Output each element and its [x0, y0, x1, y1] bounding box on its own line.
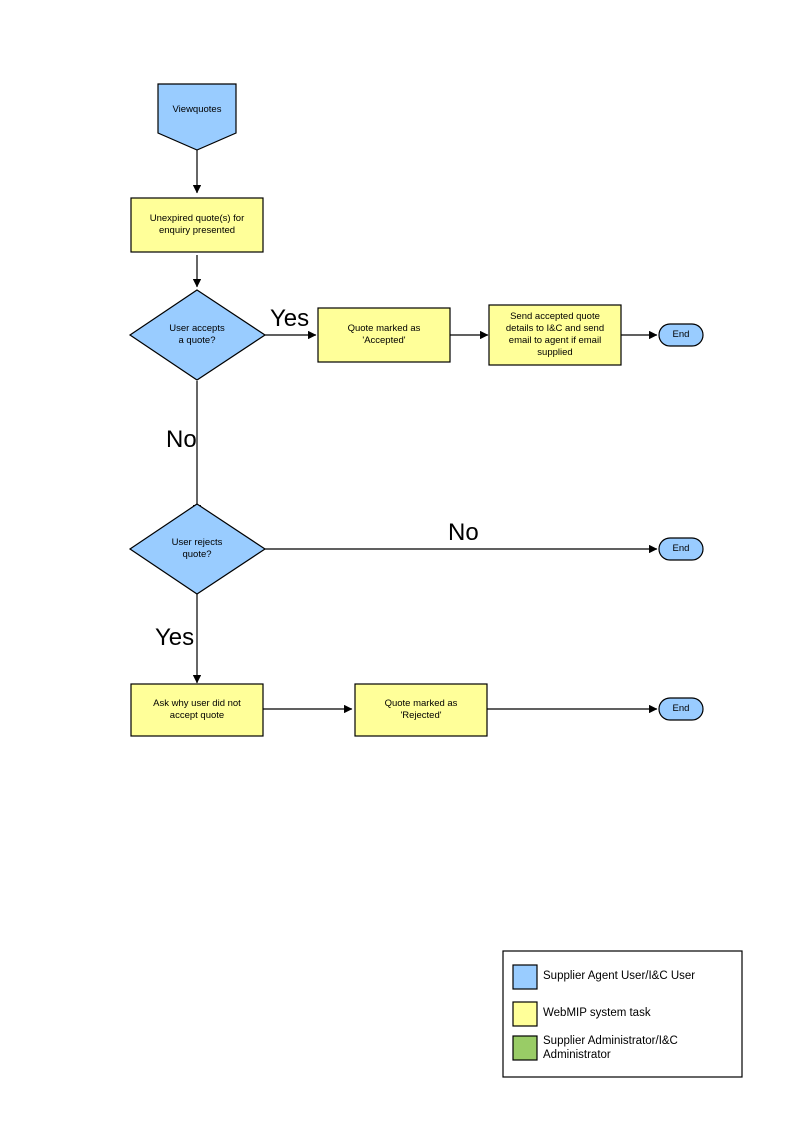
- connector-group: [192, 148, 658, 714]
- legend-label-supplier-administrator: Supplier Administrator/I&C Administrator: [543, 1035, 678, 1061]
- legend-label-supplier-agent: Supplier Agent User/I&C User: [543, 970, 696, 982]
- legend-swatch-supplier-administrator: [512, 1035, 538, 1061]
- node-send-accepted-details[interactable]: [488, 304, 622, 366]
- node-decision-user-accepts[interactable]: [128, 289, 267, 381]
- node-end-2[interactable]: [658, 537, 704, 561]
- edge-label-yes-accepts: Yes: [270, 305, 310, 332]
- node-end-3[interactable]: [658, 697, 704, 721]
- legend-box: [502, 950, 743, 1078]
- node-unexpired-quotes[interactable]: [130, 197, 264, 253]
- node-quote-marked-rejected[interactable]: [354, 683, 488, 737]
- edge-label-no-rejects: No: [448, 519, 479, 546]
- node-start-viewquotes[interactable]: [157, 83, 237, 151]
- node-decision-user-rejects[interactable]: [128, 503, 267, 595]
- edge-label-no-accepts: No: [166, 426, 197, 453]
- node-ask-why-not-accept[interactable]: [130, 683, 264, 737]
- node-end-1[interactable]: [658, 323, 704, 347]
- legend-swatch-supplier-agent: [512, 964, 538, 990]
- legend-label-webmip-system: WebMIP system task: [543, 1007, 651, 1019]
- edge-label-yes-rejects: Yes: [155, 624, 195, 651]
- node-quote-marked-accepted[interactable]: [317, 307, 451, 363]
- legend-swatch-webmip-system: [512, 1001, 538, 1027]
